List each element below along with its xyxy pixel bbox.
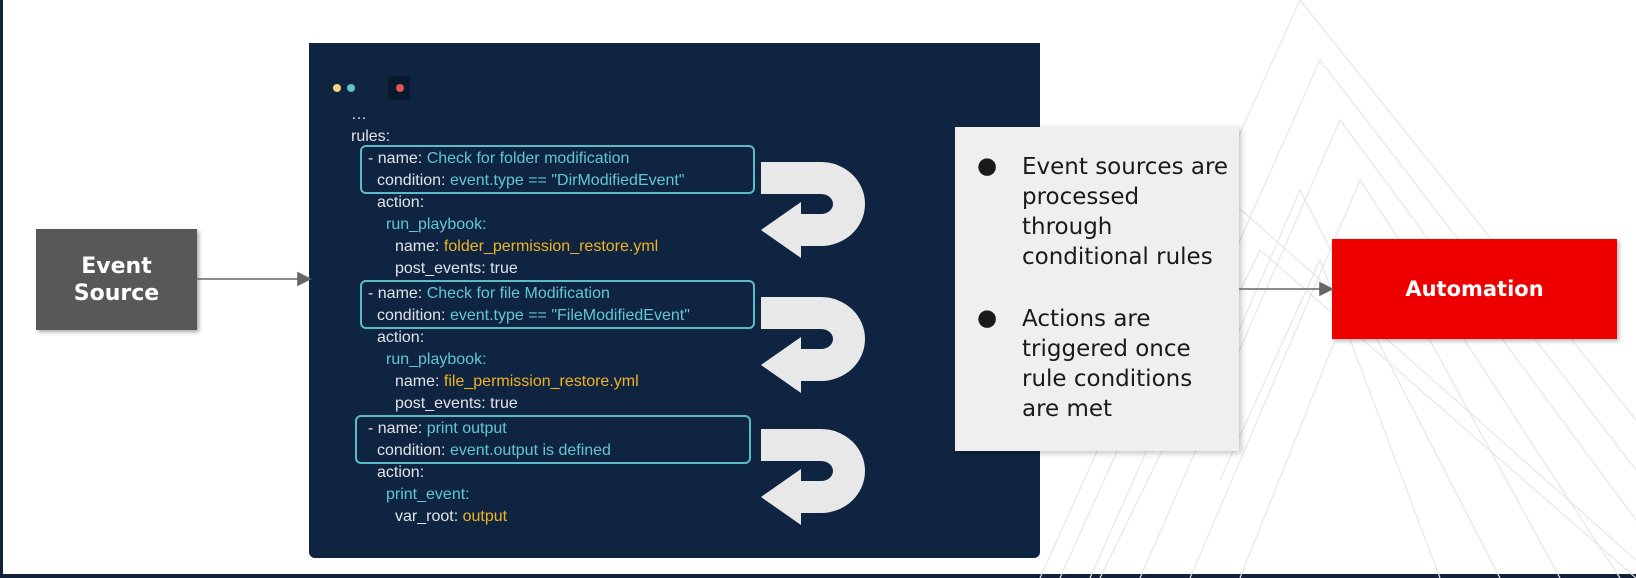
rule-1-highlight (360, 145, 755, 194)
rule-3-action-key: action: (377, 464, 425, 481)
rule-3-condition-value: event.output is defined (449, 442, 611, 459)
rule-3-condition-key: condition: (377, 442, 450, 459)
rule-3-param-value: output (462, 508, 508, 525)
rule-1-condition-key: condition: (377, 172, 450, 189)
rule-1-action-type: run_playbook: (386, 216, 487, 233)
bullet-1-text: Event sources are processed through cond… (1022, 154, 1229, 270)
bullet-2-text: Actions are triggered once rule conditio… (1022, 306, 1193, 422)
bullet-1-icon: ● (977, 153, 998, 179)
rule-2-name-key: - name: (368, 285, 427, 302)
rule-3-action-type: print_event: (386, 486, 470, 503)
yaml-code: … rules: - name: Check for folder modifi… (309, 43, 1040, 558)
rule-2-condition-line: condition: event.type == "FileModifiedEv… (377, 306, 690, 326)
code-rules-key: rules: (351, 128, 391, 145)
rule-1-param-line: name: folder_permission_restore.yml (395, 237, 658, 257)
rule-3-highlight (355, 415, 751, 464)
uturn-arrow-1-icon (761, 162, 865, 258)
code-ellipsis: … (351, 106, 367, 123)
yellow-dot-icon (333, 84, 341, 92)
rule-3-condition-line: condition: event.output is defined (377, 441, 611, 461)
rule-1-param-key: name: (395, 238, 444, 255)
rule-2-param-key: name: (395, 373, 444, 390)
rule-1-condition-line: condition: event.type == "DirModifiedEve… (377, 171, 685, 191)
rule-3-param-key: var_root: (395, 508, 463, 525)
rule-1-param-value: folder_permission_restore.yml (443, 238, 659, 255)
bottom-frame-edge (0, 574, 1636, 578)
rule-2-name-value: Check for file Modification (426, 285, 610, 302)
rule-2-condition-key: condition: (377, 307, 450, 324)
rule-2-param-value: file_permission_restore.yml (443, 373, 639, 390)
rule-2-condition-value: event.type == "FileModifiedEvent" (449, 307, 690, 324)
event-source-label: Event Source (73, 253, 160, 306)
left-frame-edge (0, 0, 3, 578)
rule-2-name-line: - name: Check for file Modification (368, 284, 610, 304)
rule-3-name-line: - name: print output (368, 419, 507, 439)
rule-1-name-line: - name: Check for folder modification (368, 149, 629, 169)
rule-2-param-line: name: file_permission_restore.yml (395, 372, 639, 392)
rule-3-param-line: var_root: output (395, 507, 507, 527)
automation-label: Automation (1405, 277, 1544, 301)
rule-1-extra: post_events: true (395, 260, 518, 277)
rule-1-name-value: Check for folder modification (426, 150, 630, 167)
rule-1-name-key: - name: (368, 150, 427, 167)
teal-dot-icon (347, 84, 355, 92)
rule-2-highlight (360, 280, 755, 329)
uturn-arrow-3-icon (761, 429, 865, 525)
rule-3-name-key: - name: (368, 420, 427, 437)
automation-box: Automation (1332, 239, 1617, 339)
red-dot-tab (388, 76, 410, 100)
rule-2-action-key: action: (377, 329, 425, 346)
event-source-box: Event Source (36, 229, 197, 330)
red-dot-icon (396, 84, 404, 92)
rule-2-action-type: run_playbook: (386, 351, 487, 368)
bullet-2-icon: ● (977, 305, 998, 331)
code-panel: … rules: - name: Check for folder modifi… (309, 43, 1040, 558)
rule-2-extra: post_events: true (395, 395, 518, 412)
uturn-arrow-2-icon (761, 297, 865, 393)
rule-1-action-key: action: (377, 194, 425, 211)
rule-3-name-value: print output (426, 420, 507, 437)
callout-box: ● Event sources are processed through co… (955, 127, 1239, 451)
rule-1-condition-value: event.type == "DirModifiedEvent" (449, 172, 685, 189)
